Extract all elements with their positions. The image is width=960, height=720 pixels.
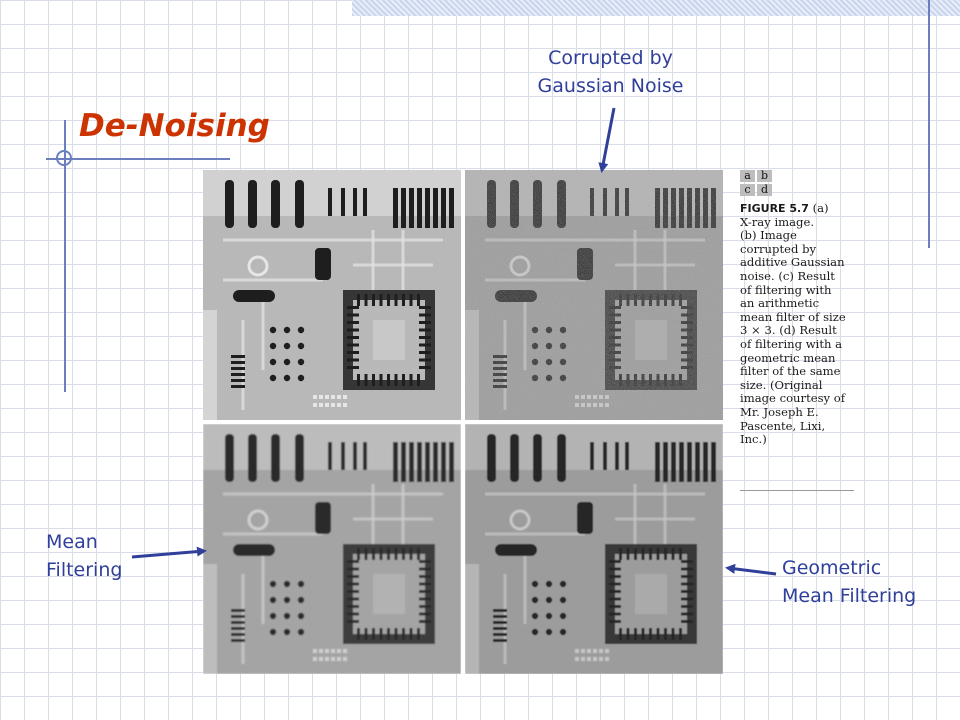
arrow-to-geometric-panel	[725, 563, 777, 576]
caption-line: additive Gaussian	[740, 255, 845, 270]
title-underline	[46, 158, 230, 160]
panel-key-grid: a b c d	[740, 170, 856, 196]
caption-line: size. (Original	[740, 377, 823, 392]
caption-line: (a)	[812, 201, 829, 215]
slide-title: De-Noising	[79, 108, 270, 144]
xray-image	[465, 170, 723, 420]
caption-line: image courtesy of	[740, 391, 846, 406]
xray-image	[203, 170, 461, 420]
panel-key: c	[740, 184, 755, 196]
right-decorative-line	[928, 0, 930, 248]
caption-line: an arithmetic	[740, 296, 820, 311]
arrow-to-noisy-panel	[598, 107, 616, 173]
left-decorative-line	[64, 120, 66, 392]
xray-panel-arithmetic-mean	[203, 424, 461, 674]
figure-caption: a b c d FIGURE 5.7 (a) X-ray image. (b) …	[740, 170, 856, 447]
xray-image	[465, 424, 723, 674]
xray-panel-geometric-mean	[465, 424, 723, 674]
label-line: Filtering	[46, 559, 123, 581]
label-line: Gaussian Noise	[537, 75, 684, 97]
caption-line: Mr. Joseph E.	[740, 404, 819, 419]
caption-line: of filtering with a	[740, 336, 843, 351]
label-line: Geometric	[782, 557, 882, 579]
xray-image	[203, 424, 461, 674]
label-mean-filtering: Mean Filtering	[46, 528, 122, 584]
caption-line: 3 × 3. (d) Result	[740, 323, 837, 338]
caption-line: mean filter of size	[740, 309, 846, 324]
caption-line: Inc.)	[740, 432, 767, 447]
caption-line: X-ray image.	[740, 214, 815, 229]
panel-key: b	[757, 170, 772, 182]
decorative-ring-icon	[56, 150, 72, 166]
caption-line: of filtering with	[740, 282, 832, 297]
label-geometric-mean-filtering: Geometric Mean Filtering	[782, 554, 916, 610]
caption-line: filter of the same	[740, 364, 841, 379]
caption-line: corrupted by	[740, 241, 817, 256]
label-line: Corrupted by	[548, 47, 673, 69]
label-line: Mean	[46, 531, 98, 553]
arrow-to-mean-panel	[131, 546, 207, 559]
xray-figure	[203, 170, 723, 674]
caption-line: Pascente, Lixi,	[740, 418, 826, 433]
caption-text: FIGURE 5.7 (a) X-ray image. (b) Image co…	[740, 201, 856, 447]
panel-key: a	[740, 170, 755, 182]
caption-divider	[740, 490, 854, 491]
caption-figure-number: FIGURE 5.7	[740, 202, 809, 215]
panel-key: d	[757, 184, 772, 196]
xray-panel-gaussian-noise	[465, 170, 723, 420]
caption-line: geometric mean	[740, 350, 836, 365]
caption-line: noise. (c) Result	[740, 268, 835, 283]
top-decorative-band	[352, 0, 960, 16]
label-corrupted-gaussian-noise: Corrupted by Gaussian Noise	[518, 44, 703, 100]
label-line: Mean Filtering	[782, 585, 917, 607]
caption-line: (b) Image	[740, 228, 797, 243]
xray-panel-original	[203, 170, 461, 420]
